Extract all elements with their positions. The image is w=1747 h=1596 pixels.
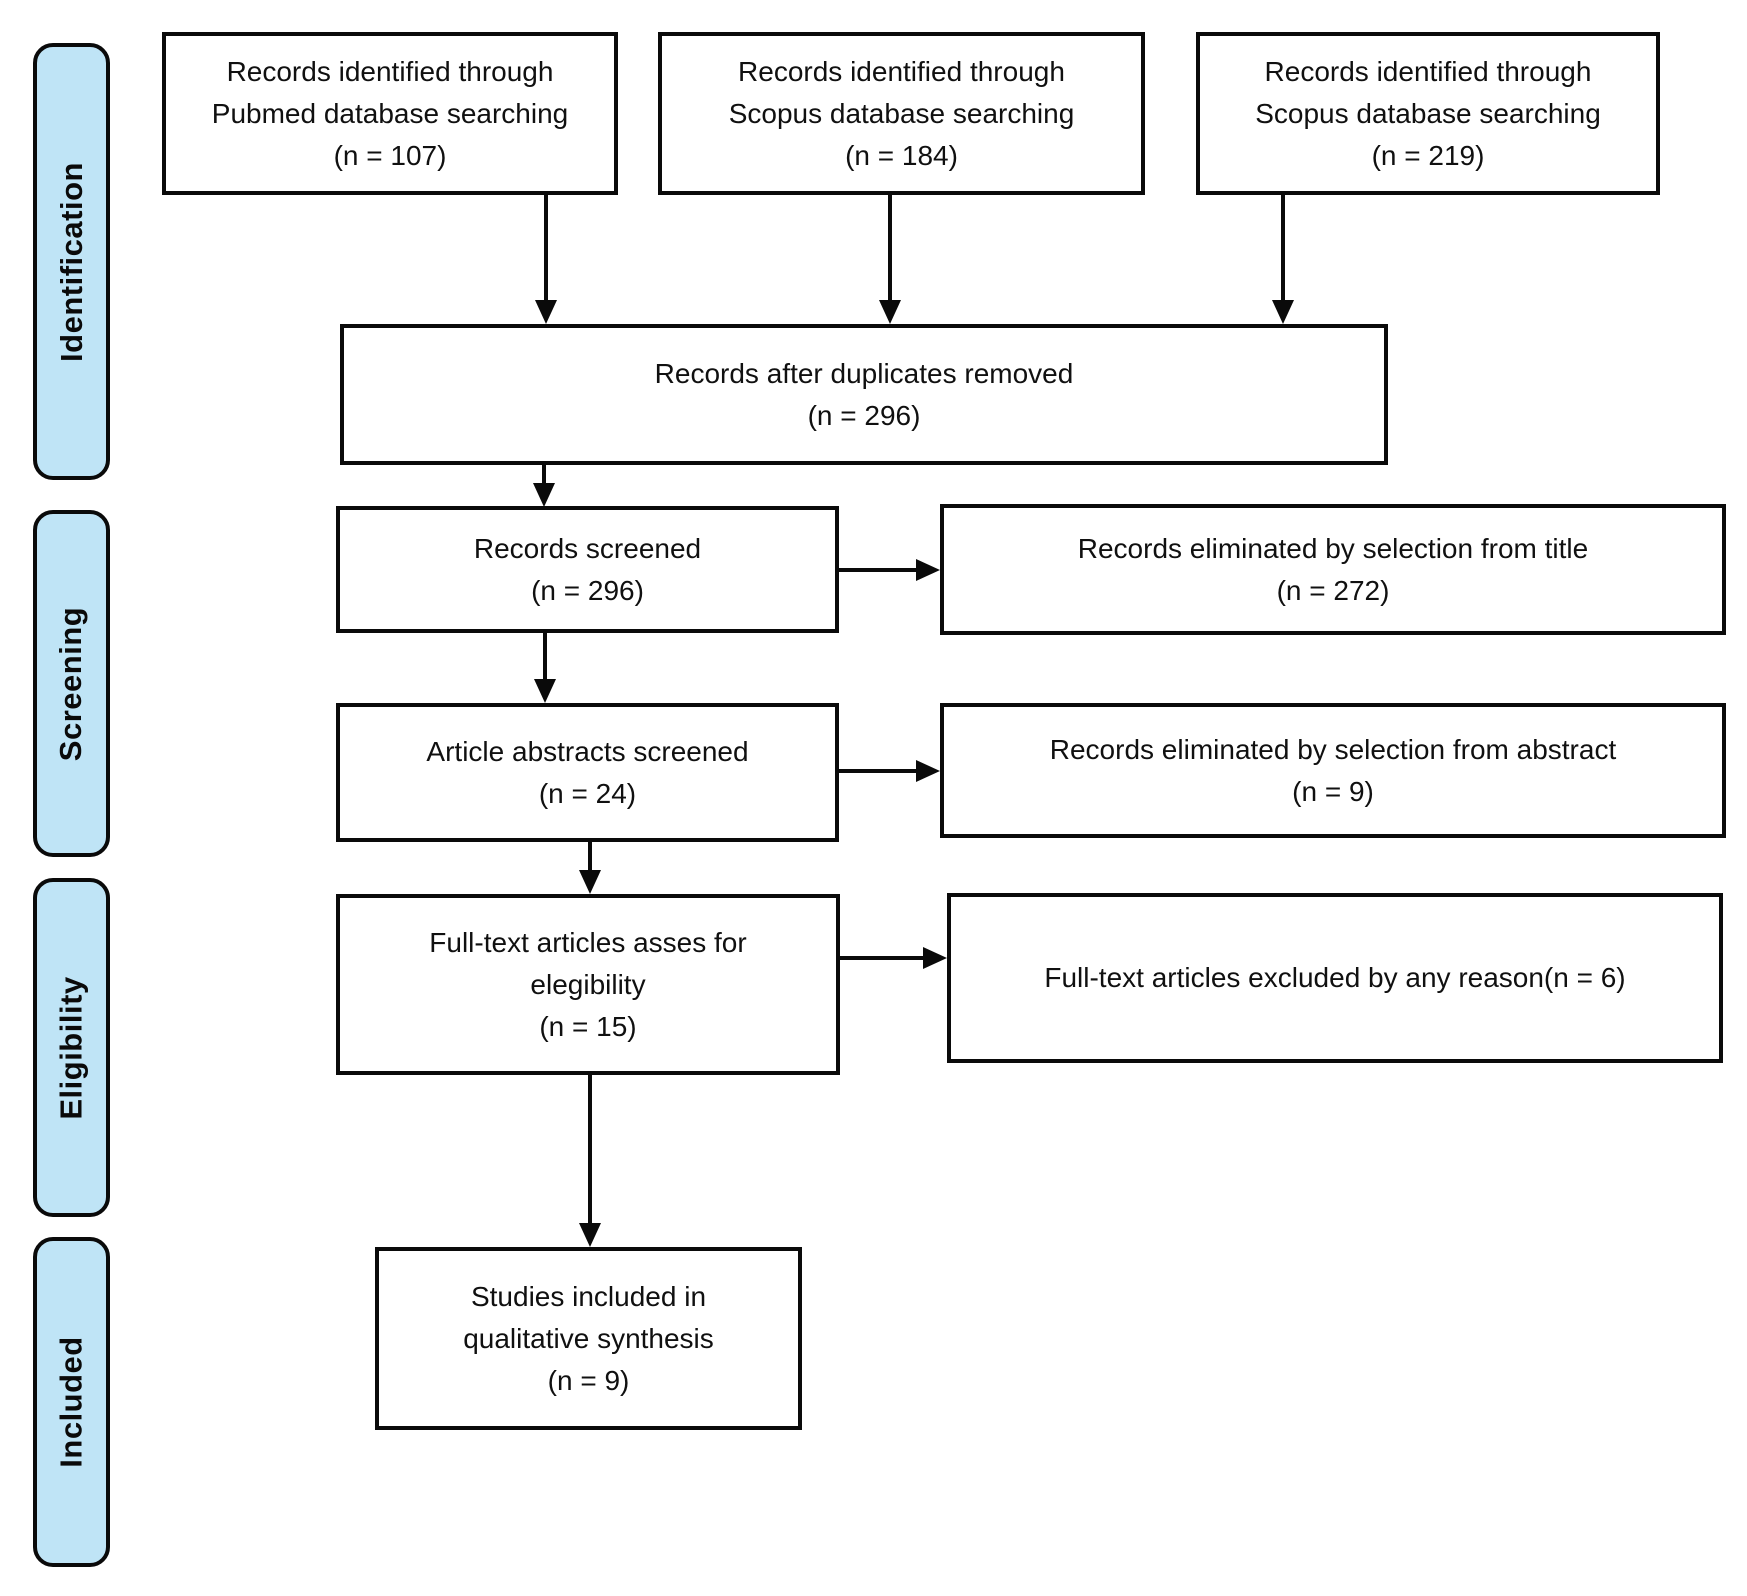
arrowhead-down-icon: [535, 300, 557, 324]
arrowhead-right-icon: [916, 760, 940, 782]
box-abstracts-screened: Article abstracts screened (n = 24): [336, 703, 839, 842]
arrow-shaft: [544, 195, 548, 302]
arrow-shaft: [588, 1075, 592, 1225]
box-eliminated-title-text: Records eliminated by selection from tit…: [1077, 532, 1589, 606]
stage-included-label: Included: [53, 1336, 89, 1468]
arrowhead-right-icon: [916, 559, 940, 581]
arrowhead-down-icon: [534, 679, 556, 703]
box-studies-included: Studies included in qualitative synthesi…: [375, 1247, 802, 1430]
arrow-shaft: [888, 195, 892, 302]
arrowhead-right-icon: [923, 947, 947, 969]
box-records-screened: Records screened (n = 296): [336, 506, 839, 633]
box-records-scopus-1: Records identified through Scopus databa…: [658, 32, 1145, 195]
arrowhead-down-icon: [579, 870, 601, 894]
box-fulltext-excluded: Full-text articles excluded by any reaso…: [947, 893, 1723, 1063]
arrowhead-down-icon: [1272, 300, 1294, 324]
box-eliminated-abstract-text: Records eliminated by selection from abs…: [1049, 733, 1617, 807]
box-fulltext-excluded-text: Full-text articles excluded by any reaso…: [1044, 962, 1626, 993]
box-fulltext-assessed: Full-text articles asses for elegibility…: [336, 894, 840, 1075]
arrow-shaft: [1281, 195, 1285, 302]
box-duplicates-removed: Records after duplicates removed (n = 29…: [340, 324, 1388, 465]
stage-eligibility-label: Eligibility: [53, 975, 89, 1120]
arrow-shaft: [839, 769, 918, 773]
box-abstracts-screened-text: Article abstracts screened (n = 24): [426, 735, 749, 809]
box-records-scopus-2-text: Records identified through Scopus databa…: [1255, 55, 1601, 171]
arrowhead-down-icon: [879, 300, 901, 324]
arrow-shaft: [543, 633, 547, 682]
box-eliminated-title: Records eliminated by selection from tit…: [940, 504, 1726, 635]
stage-eligibility: Eligibility: [33, 878, 110, 1217]
box-records-pubmed: Records identified through Pubmed databa…: [162, 32, 618, 195]
box-records-scopus-2: Records identified through Scopus databa…: [1196, 32, 1660, 195]
box-records-scopus-1-text: Records identified through Scopus databa…: [728, 55, 1075, 171]
stage-identification-label: Identification: [53, 161, 89, 362]
stage-included: Included: [33, 1237, 110, 1567]
arrow-shaft: [840, 956, 925, 960]
box-records-screened-text: Records screened (n = 296): [473, 532, 702, 606]
box-studies-included-text: Studies included in qualitative synthesi…: [463, 1280, 714, 1396]
stage-identification: Identification: [33, 43, 110, 480]
arrow-shaft: [839, 568, 918, 572]
stage-screening: Screening: [33, 510, 110, 857]
stage-screening-label: Screening: [53, 606, 89, 761]
arrow-shaft: [542, 465, 546, 485]
arrow-shaft: [588, 842, 592, 873]
arrowhead-down-icon: [533, 483, 555, 507]
box-fulltext-assessed-text: Full-text articles asses for elegibility…: [429, 926, 747, 1042]
arrowhead-down-icon: [579, 1223, 601, 1247]
box-duplicates-removed-text: Records after duplicates removed (n = 29…: [654, 357, 1074, 431]
box-eliminated-abstract: Records eliminated by selection from abs…: [940, 703, 1726, 838]
box-records-pubmed-text: Records identified through Pubmed databa…: [211, 55, 569, 171]
